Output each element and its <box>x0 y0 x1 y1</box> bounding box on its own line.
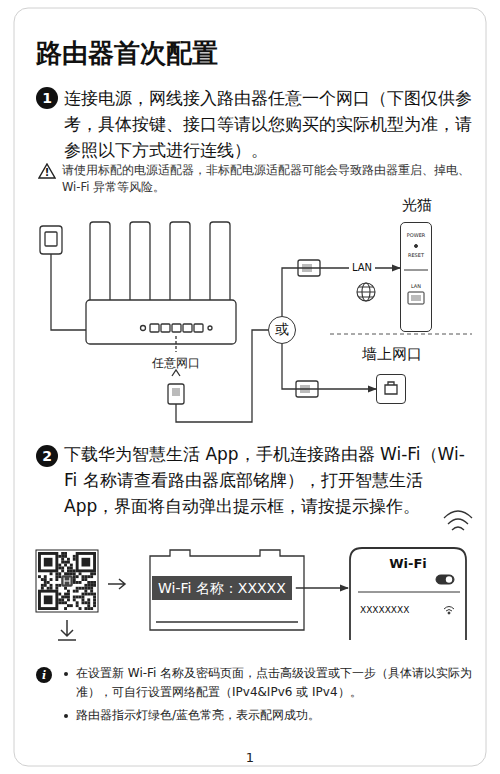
node-text: 或 <box>275 321 289 339</box>
note-text: 在设置新 Wi-Fi 名称及密码页面，点击高级设置或下一步（具体请以实际为准），… <box>76 664 478 702</box>
bullet-dot <box>64 672 68 676</box>
step-number: 1 <box>36 87 58 109</box>
port-label: RESET <box>401 252 431 258</box>
node-text: Wi-Fi 名称：XXXXX <box>158 579 286 597</box>
node-text: ! <box>38 163 56 179</box>
step-number: 2 <box>36 445 58 467</box>
node-text: 2 <box>42 448 52 464</box>
optical-modem: 光猫 <box>400 222 432 332</box>
info-icon: i <box>36 667 52 683</box>
step-text: 连接电源，网线接入路由器任意一个网口（下图仅供参考，具体按键、接口等请以您购买的… <box>64 85 476 163</box>
cable <box>168 330 268 422</box>
wall-port: 墙上网口 <box>376 374 406 404</box>
warning-icon: ! <box>38 163 56 179</box>
or-circle: 或 <box>268 316 296 344</box>
port-label: LAN <box>401 283 431 289</box>
node-text: 光猫 <box>387 196 447 215</box>
download-icon <box>58 620 76 640</box>
note-item: 路由器指示灯绿色/蓝色常亮，表示配网成功。 <box>60 706 478 725</box>
bullet-dot <box>64 714 68 718</box>
note-item: 在设置新 Wi-Fi 名称及密码页面，点击高级设置或下一步（具体请以实际为准），… <box>60 664 478 702</box>
edge-label: LAN <box>349 262 375 274</box>
port-caption: 任意网口 <box>134 355 218 371</box>
connector <box>282 344 376 389</box>
plug <box>296 260 320 397</box>
step-text: 下载华为智慧生活 App，手机连接路由器 Wi-Fi（Wi-Fi 名称请查看路由… <box>64 441 476 519</box>
phone-detail <box>350 511 472 640</box>
flow-arrow <box>108 579 125 589</box>
warning-text: 请使用标配的电源适配器，非标配电源适配器可能会导致路由器重启、掉电、Wi-Fi … <box>62 162 476 196</box>
router-bottom <box>150 550 304 630</box>
connector <box>296 587 348 588</box>
page-number: 1 <box>230 750 270 766</box>
note-list: 在设置新 Wi-Fi 名称及密码页面，点击高级设置或下一步（具体请以实际为准），… <box>60 664 478 725</box>
separator <box>330 334 472 335</box>
power-adapter <box>40 226 86 330</box>
connector <box>282 268 400 316</box>
router <box>86 222 236 344</box>
page-border <box>14 8 486 766</box>
page-title: 路由器首次配置 <box>36 36 218 71</box>
wifi-name-plate: Wi-Fi 名称：XXXXX <box>152 576 292 600</box>
node-text: Wi-Fi <box>350 556 466 571</box>
node-text: 1 <box>42 90 52 106</box>
qr-code <box>36 550 98 612</box>
globe-icon <box>357 283 375 301</box>
port-label: POWER <box>401 232 431 238</box>
wall-port-icon <box>385 382 397 394</box>
node-text: XXXXXXXX <box>360 605 409 615</box>
note-text: 路由器指示灯绿色/蓝色常亮，表示配网成功。 <box>76 706 478 725</box>
phone-screen: Wi-FiXXXXXXXX <box>350 548 466 640</box>
node-text: 墙上网口 <box>351 345 433 364</box>
node-text: i <box>42 669 46 682</box>
